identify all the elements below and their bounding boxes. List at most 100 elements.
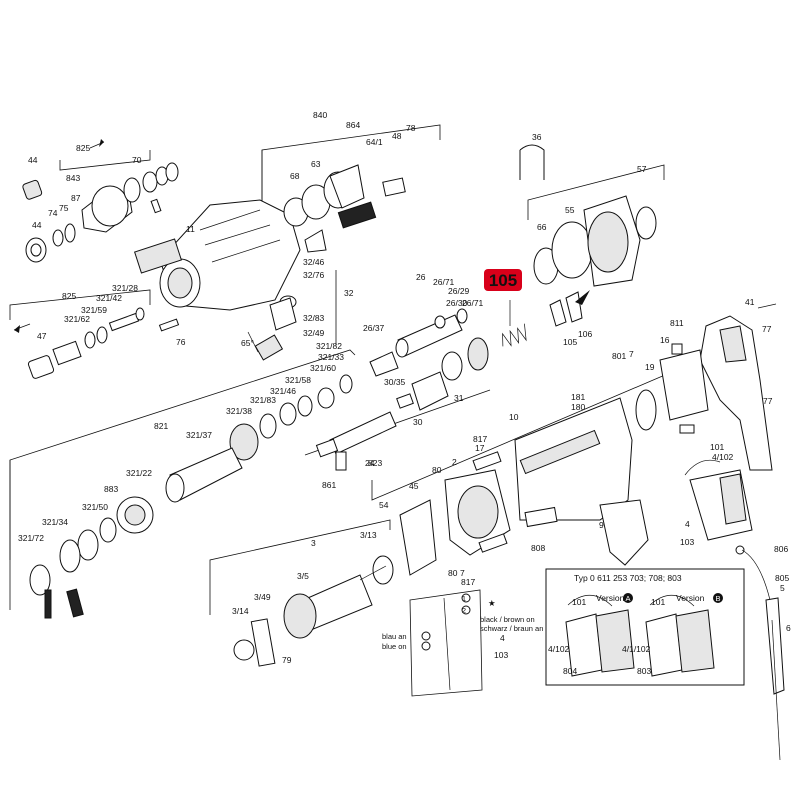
part-label: 87 bbox=[71, 193, 81, 203]
part-label: 26/71 bbox=[433, 277, 455, 287]
part-label: 321/46 bbox=[270, 386, 296, 396]
part-label: 180 bbox=[571, 402, 585, 412]
part-label: 19 bbox=[645, 362, 655, 372]
part-label: 321/34 bbox=[42, 517, 68, 527]
part-label: 32/46 bbox=[303, 257, 325, 267]
part-label: 75 bbox=[59, 203, 69, 213]
part-label: 321/62 bbox=[64, 314, 90, 324]
part-label: 883 bbox=[104, 484, 118, 494]
part-label: 80 bbox=[432, 465, 442, 475]
part-label: 103 bbox=[494, 650, 508, 660]
part-label: 101 bbox=[572, 597, 586, 607]
part-label: 63 bbox=[311, 159, 321, 169]
part-label: 55 bbox=[565, 205, 575, 215]
part-label: 321/82 bbox=[316, 341, 342, 351]
part-label: 32 bbox=[344, 288, 354, 298]
part-label: 64/1 bbox=[366, 137, 383, 147]
part-label: 16 bbox=[660, 335, 670, 345]
part-label: 30/35 bbox=[384, 377, 406, 387]
bearing-flange bbox=[519, 144, 657, 287]
part-label: 3/5 bbox=[297, 571, 309, 581]
rotor bbox=[233, 565, 387, 667]
part-label: 101 bbox=[651, 597, 665, 607]
part-label: 321/60 bbox=[310, 363, 336, 373]
part-label: 26 bbox=[416, 272, 426, 282]
part-label: 825 bbox=[76, 143, 90, 153]
part-label: 26/29 bbox=[448, 286, 470, 296]
switch-unit bbox=[684, 459, 753, 555]
part-label: 11 bbox=[186, 224, 195, 234]
part-label: 7 bbox=[629, 349, 634, 359]
part-label: 105 bbox=[563, 337, 577, 347]
wiring-note-2: schwarz / braun an bbox=[480, 624, 543, 633]
part-label: 41 bbox=[745, 297, 755, 307]
part-label: 24 bbox=[365, 458, 375, 468]
part-label: 2 bbox=[452, 457, 457, 467]
part-label: 4 bbox=[500, 633, 505, 643]
version-a-badge: A bbox=[625, 594, 630, 603]
part-label: 321/58 bbox=[285, 375, 311, 385]
part-label: 817 bbox=[473, 434, 487, 444]
part-label: 47 bbox=[37, 331, 47, 341]
hammer-mechanism bbox=[29, 374, 353, 619]
part-label: 79 bbox=[282, 655, 292, 665]
chuck-assembly bbox=[22, 162, 179, 263]
part-label: 4/1/102 bbox=[622, 644, 651, 654]
part-label: 321/38 bbox=[226, 406, 252, 416]
part-label: 321/22 bbox=[126, 468, 152, 478]
part-label: 77 bbox=[762, 324, 772, 334]
version-b-label: Version bbox=[676, 593, 705, 603]
part-label: 54 bbox=[379, 500, 389, 510]
stator-group bbox=[372, 451, 511, 585]
part-label: 804 bbox=[563, 666, 577, 676]
part-label: 106 bbox=[578, 329, 592, 339]
version-b-badge: B bbox=[715, 594, 720, 603]
part-label: 26/37 bbox=[363, 323, 385, 333]
part-label: 3/13 bbox=[360, 530, 377, 540]
part-label: 321/59 bbox=[81, 305, 107, 315]
part-label: 805 bbox=[775, 573, 789, 583]
motor-housing bbox=[514, 397, 649, 566]
wiring-note-1: black / brown on bbox=[480, 615, 535, 624]
part-label: 78 bbox=[406, 123, 416, 133]
intermediate-shaft bbox=[369, 308, 489, 411]
part-label: 3 bbox=[311, 538, 316, 548]
handle bbox=[699, 303, 777, 471]
part-label: 321/33 bbox=[318, 352, 344, 362]
part-label: 321/50 bbox=[82, 502, 108, 512]
selector-group bbox=[158, 295, 297, 361]
part-label: 4/102 bbox=[712, 452, 734, 462]
part-label: 861 bbox=[322, 480, 336, 490]
part-label: 806 bbox=[774, 544, 788, 554]
part-label: 45 bbox=[409, 481, 419, 491]
part-label: 6 bbox=[786, 623, 791, 633]
part-label: 825 bbox=[62, 291, 76, 301]
tool-holder bbox=[27, 307, 145, 379]
part-label: 3/49 bbox=[254, 592, 271, 602]
part-label: 4/102 bbox=[548, 644, 570, 654]
part-label: 10 bbox=[509, 412, 519, 422]
spring-105 bbox=[502, 300, 527, 347]
part-label: 32/49 bbox=[303, 328, 325, 338]
gear-housing bbox=[133, 164, 406, 311]
inset-title: Typ 0 611 253 703; 708; 803 bbox=[574, 573, 682, 583]
part-label: 48 bbox=[392, 131, 402, 141]
part-label: 32/83 bbox=[303, 313, 325, 323]
part-label: 44 bbox=[28, 155, 38, 165]
version-inset: Typ 0 611 253 703; 708; 803 Version A Ve… bbox=[545, 568, 745, 686]
part-label: 76 bbox=[176, 337, 186, 347]
part-label: 3/14 bbox=[232, 606, 249, 616]
part-label: 321/72 bbox=[18, 533, 44, 543]
part-label: 77 bbox=[763, 396, 773, 406]
wiring-circle-1: 1 bbox=[462, 594, 466, 603]
part-label: 9 bbox=[599, 520, 604, 530]
wiring-blue-de: blau an bbox=[382, 632, 407, 641]
part-label: 864 bbox=[346, 120, 360, 130]
wiring-circle-2: 2 bbox=[462, 606, 466, 615]
highlight-label: 105 bbox=[484, 269, 522, 291]
part-label: 30 bbox=[413, 417, 423, 427]
part-label: 26/30 bbox=[446, 298, 468, 308]
part-label: 5 bbox=[780, 583, 785, 593]
part-label: 321/37 bbox=[186, 430, 212, 440]
